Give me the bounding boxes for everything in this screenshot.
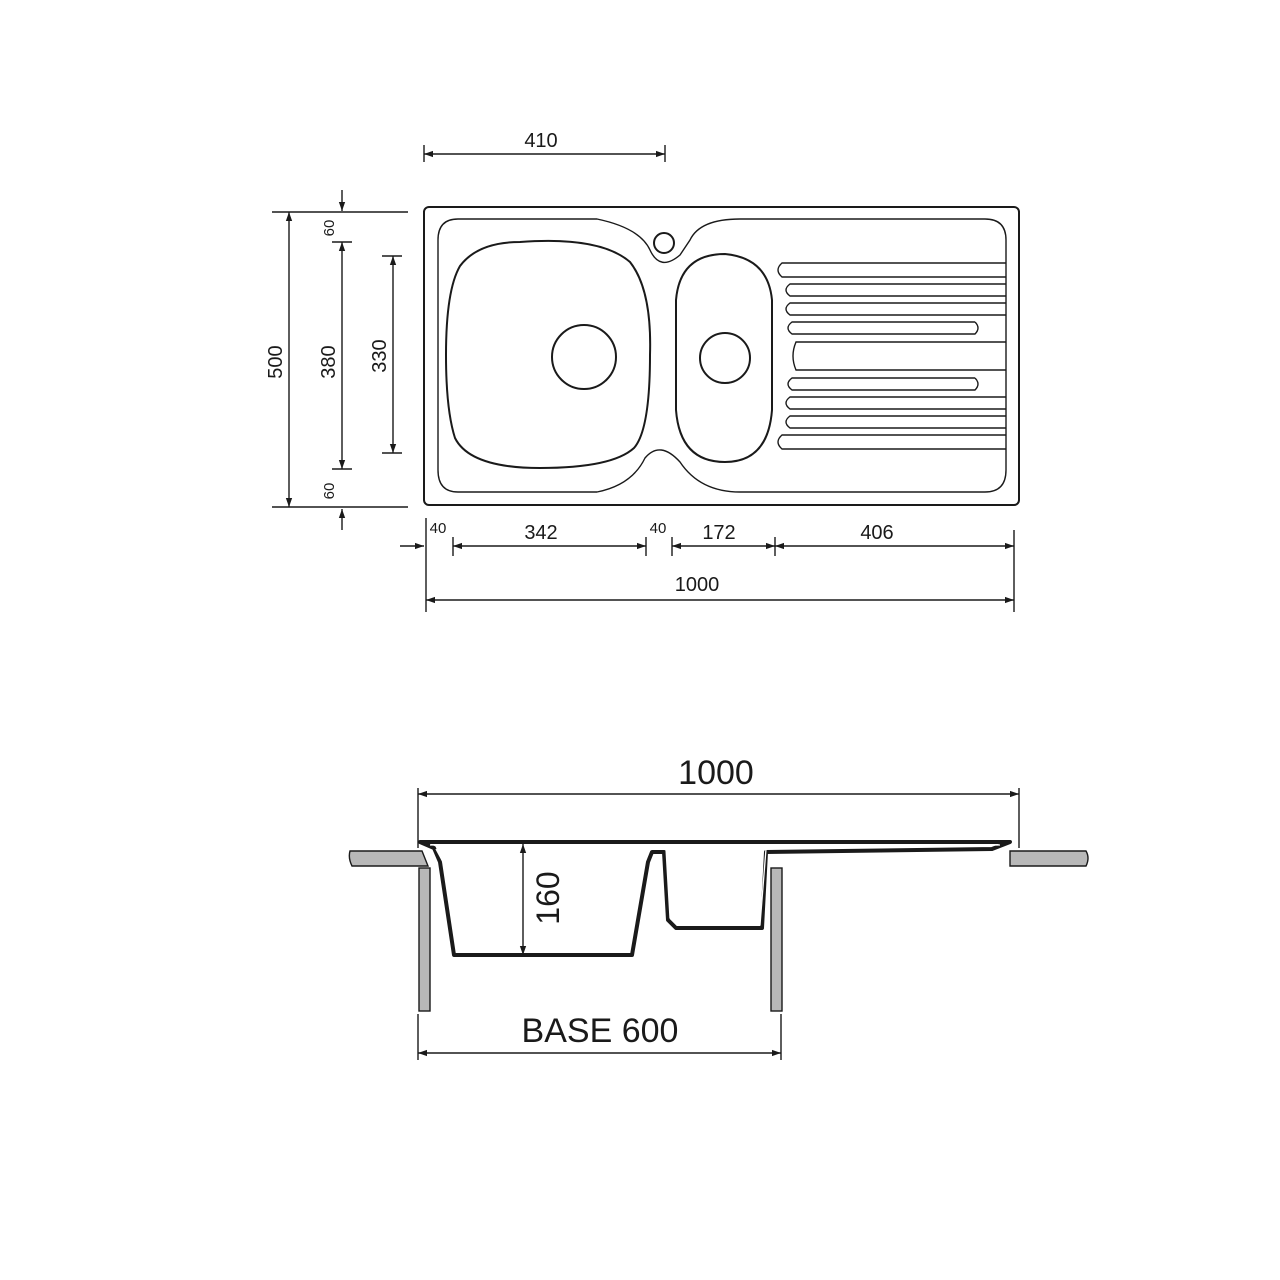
dim-500: 500 (265, 345, 287, 378)
cabinet-wall-right (770, 867, 783, 1012)
dim-342: 342 (524, 522, 557, 544)
dim-172: 172 (702, 522, 735, 544)
sink-outline (423, 206, 1020, 506)
small-bowl (675, 252, 773, 464)
top-view: 410 500 380 330 60 60 40 (265, 130, 1020, 612)
dim-60-bottom: 60 (321, 483, 338, 500)
dim-60-top: 60 (321, 220, 338, 237)
section-view: 1000 160 BASE 600 (348, 754, 1089, 1060)
dim-1000-top: 1000 (675, 574, 720, 596)
dim-406: 406 (860, 522, 893, 544)
sink-profile-inner (430, 844, 1001, 953)
dim-40-divider: 40 (650, 520, 667, 537)
dim-330: 330 (369, 339, 391, 372)
countertop-right (1009, 850, 1089, 867)
dim-410: 410 (524, 130, 557, 152)
drainer-grooves (777, 262, 1006, 450)
cabinet-wall-left (418, 867, 431, 1012)
dim-1000-section: 1000 (678, 754, 754, 792)
main-bowl (444, 239, 652, 470)
sink-profile (418, 840, 1012, 957)
inner-deck-outline (437, 218, 1007, 493)
countertop-left (348, 850, 430, 867)
dim-base-600: BASE 600 (522, 1012, 679, 1050)
dim-160: 160 (530, 871, 566, 924)
main-bowl-drain (551, 324, 617, 390)
small-bowl-drain (699, 332, 751, 384)
dim-40-left: 40 (430, 520, 447, 537)
tap-hole (653, 232, 675, 254)
dim-380: 380 (318, 345, 340, 378)
